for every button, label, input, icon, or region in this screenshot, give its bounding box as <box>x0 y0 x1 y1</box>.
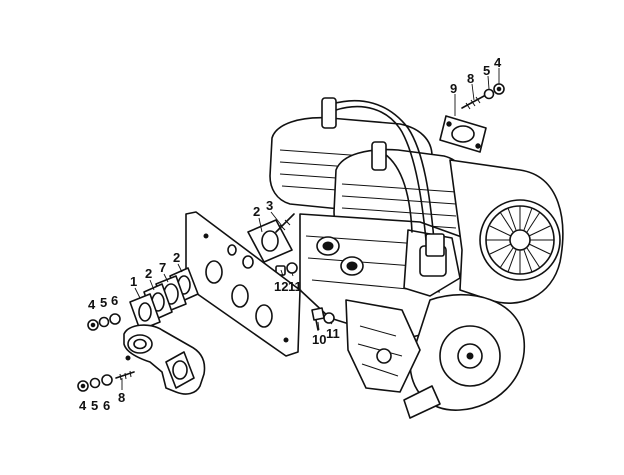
stud-top <box>461 95 485 110</box>
lock-washer-top <box>483 88 495 100</box>
callout-4-top: 4 <box>494 55 502 70</box>
left-hardware-lower <box>77 370 135 392</box>
manifold-outlet <box>172 360 188 380</box>
callout-2-plate: 2 <box>173 250 180 265</box>
callout-5-left: 5 <box>100 295 107 310</box>
starter-rope-handle <box>403 385 441 419</box>
drive-cover-boss <box>376 348 392 364</box>
callout-12: 12 <box>274 279 288 294</box>
callout-8-top: 8 <box>467 71 474 86</box>
callout-2-mid: 2 <box>253 204 260 219</box>
callout-2-left: 2 <box>145 266 152 281</box>
spark-plug-rear <box>321 97 337 129</box>
washer-11-lower <box>323 312 335 324</box>
spark-plug-front <box>371 141 387 171</box>
callout-5-top: 5 <box>483 63 490 78</box>
callout-10: 10 <box>312 332 326 347</box>
callout-7: 7 <box>159 260 166 275</box>
fan-hub <box>509 229 531 251</box>
washer-6-left <box>109 313 121 325</box>
callout-5-bottom: 5 <box>91 398 98 413</box>
callout-6-left: 6 <box>111 293 118 308</box>
screw-10 <box>311 307 325 321</box>
left-gasket-stack <box>129 267 199 331</box>
fan-blades <box>486 206 554 274</box>
stud-8-bottom <box>115 370 135 381</box>
callout-9-top: 9 <box>450 81 457 96</box>
upper-flange-group <box>439 83 505 153</box>
leader-lines <box>121 68 500 390</box>
callout-11-lower: 11 <box>326 326 340 341</box>
callout-8-bottom: 8 <box>118 390 125 405</box>
callout-11-upper: 11 <box>288 279 302 294</box>
callout-3-mid: 3 <box>266 198 273 213</box>
heat-shield-holes <box>205 244 273 328</box>
spark-plug-wire-rear <box>331 99 435 241</box>
stud-middle <box>275 213 295 233</box>
washer-6-bottom <box>101 374 113 386</box>
engine-assembly <box>269 97 564 419</box>
washer-11-upper <box>286 262 298 274</box>
callout-4-bottom: 4 <box>79 398 87 413</box>
spark-plug-cap <box>425 233 445 257</box>
callout-6-bottom: 6 <box>103 398 110 413</box>
washer-5-bottom <box>89 377 101 389</box>
middle-flange-group <box>247 213 335 331</box>
callout-labels: 9 8 5 4 2 3 12 11 10 11 2 7 2 1 4 5 6 4 … <box>79 55 502 413</box>
left-hardware-upper <box>87 313 121 331</box>
washer-5-left <box>98 316 110 328</box>
callout-1: 1 <box>130 274 137 289</box>
callout-4-left: 4 <box>88 297 96 312</box>
drive-cover <box>345 299 421 393</box>
